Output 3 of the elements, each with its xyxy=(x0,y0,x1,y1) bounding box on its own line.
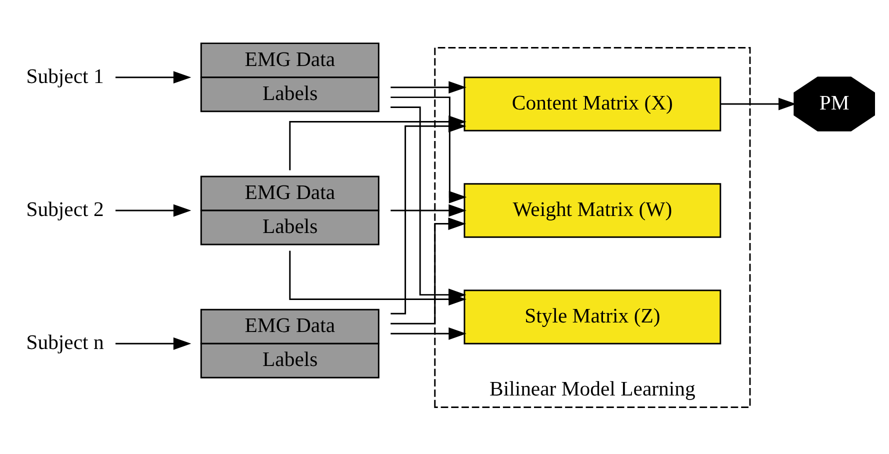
node-text: Subject 1 xyxy=(26,65,104,88)
node-text: Subject n xyxy=(26,332,104,354)
node-text: Subject 2 xyxy=(26,198,104,220)
